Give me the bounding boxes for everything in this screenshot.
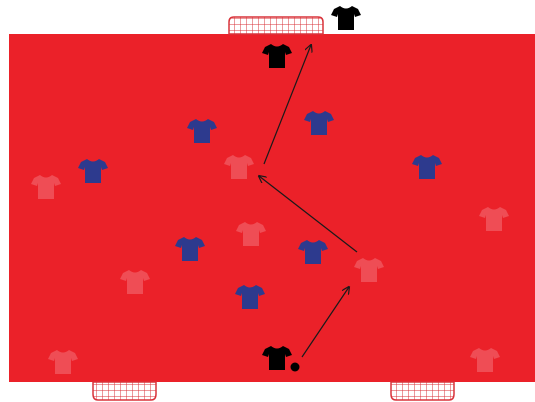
pitch: [9, 34, 535, 382]
ball-icon: [291, 363, 300, 372]
goal-net-icon: [93, 382, 156, 400]
jersey-icon: [331, 6, 361, 30]
goal-net-icon: [229, 17, 323, 34]
goal-net-icon: [391, 382, 454, 400]
